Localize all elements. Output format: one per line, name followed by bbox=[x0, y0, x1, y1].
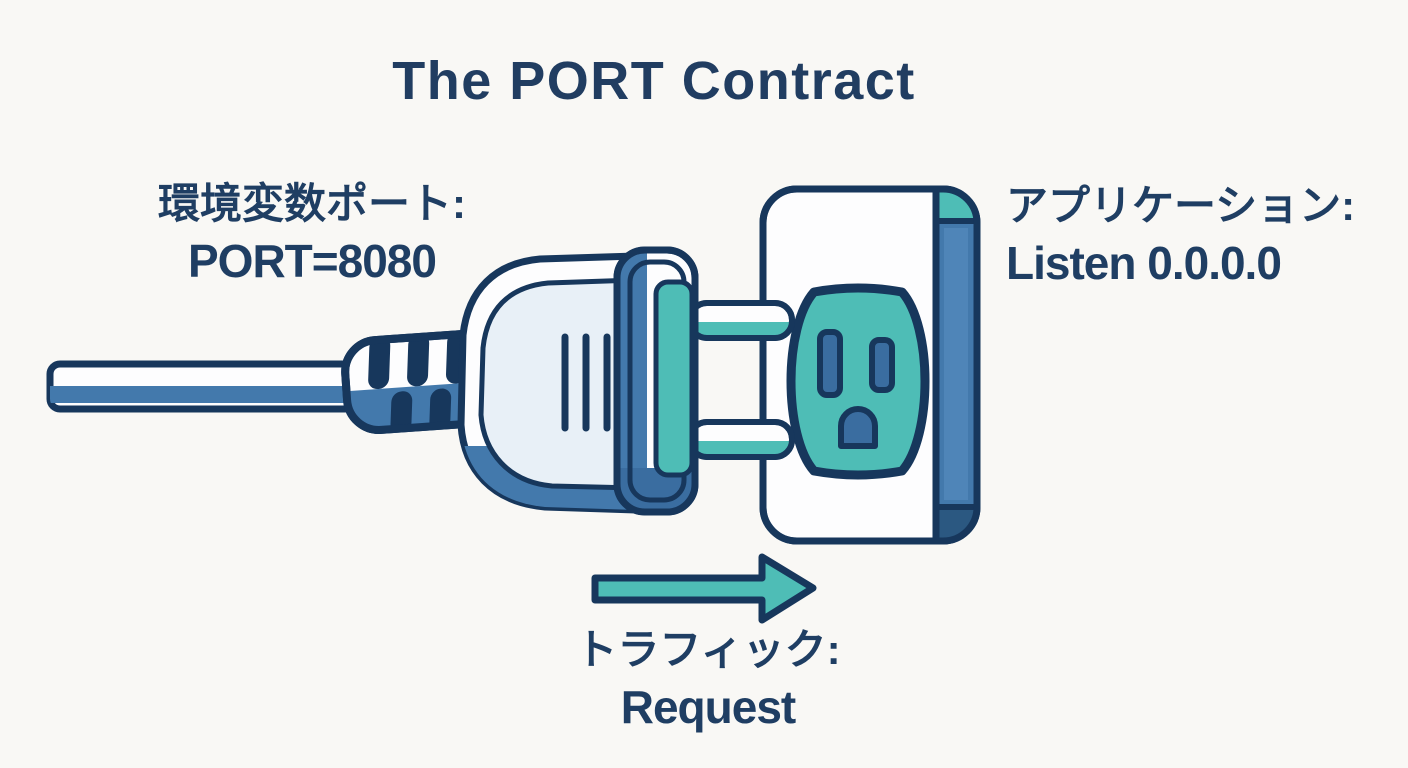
right-arrow-icon bbox=[591, 553, 817, 624]
outlet-receptacle bbox=[786, 283, 930, 480]
traffic-label: トラフィック: Request bbox=[575, 622, 840, 738]
power-cord-icon bbox=[46, 360, 384, 413]
outlet-ground-hole bbox=[838, 406, 878, 449]
plug-prongs bbox=[687, 300, 795, 460]
power-plug-icon bbox=[613, 246, 699, 516]
plug-grip-lines bbox=[561, 333, 611, 432]
application-label-jp: アプリケーション: bbox=[1006, 182, 1356, 229]
power-outlet-icon bbox=[759, 185, 981, 545]
application-value: Listen 0.0.0.0 bbox=[1006, 237, 1282, 290]
plug-body bbox=[457, 252, 640, 514]
outlet-slot-left bbox=[817, 329, 843, 398]
traffic-value: Request bbox=[620, 681, 796, 734]
diagram-title: The PORT Contract bbox=[392, 51, 916, 111]
traffic-label-jp: トラフィック: bbox=[575, 626, 841, 673]
application-label: アプリケーション: Listen 0.0.0.0 bbox=[1006, 178, 1355, 294]
env-port-label-jp: 環境変数ポート: bbox=[158, 180, 466, 227]
env-port-value: PORT=8080 bbox=[188, 235, 437, 288]
outlet-slot-right bbox=[869, 337, 895, 393]
env-port-label: 環境変数ポート: PORT=8080 bbox=[158, 176, 466, 292]
